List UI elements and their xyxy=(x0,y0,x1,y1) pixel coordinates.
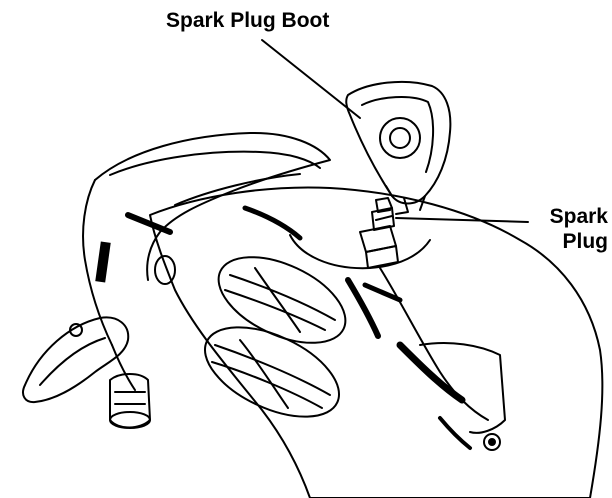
spark-plug-boot xyxy=(346,82,450,214)
callout-spark-plug-boot: Spark Plug Boot xyxy=(166,8,329,33)
boot-leader-line xyxy=(262,40,360,118)
plug-leader-line xyxy=(396,218,528,222)
spark-plug xyxy=(360,198,398,268)
ignition-wire xyxy=(290,235,430,268)
callout-spark-plug-line2: Plug xyxy=(528,229,608,254)
engine-shroud xyxy=(95,133,330,280)
handle-lever xyxy=(23,317,128,402)
cooling-vent-upper xyxy=(206,240,359,361)
callout-spark-plug: Spark Plug xyxy=(528,204,608,254)
cooling-vent-lower xyxy=(192,309,353,435)
callout-spark-plug-line1: Spark xyxy=(528,204,608,229)
